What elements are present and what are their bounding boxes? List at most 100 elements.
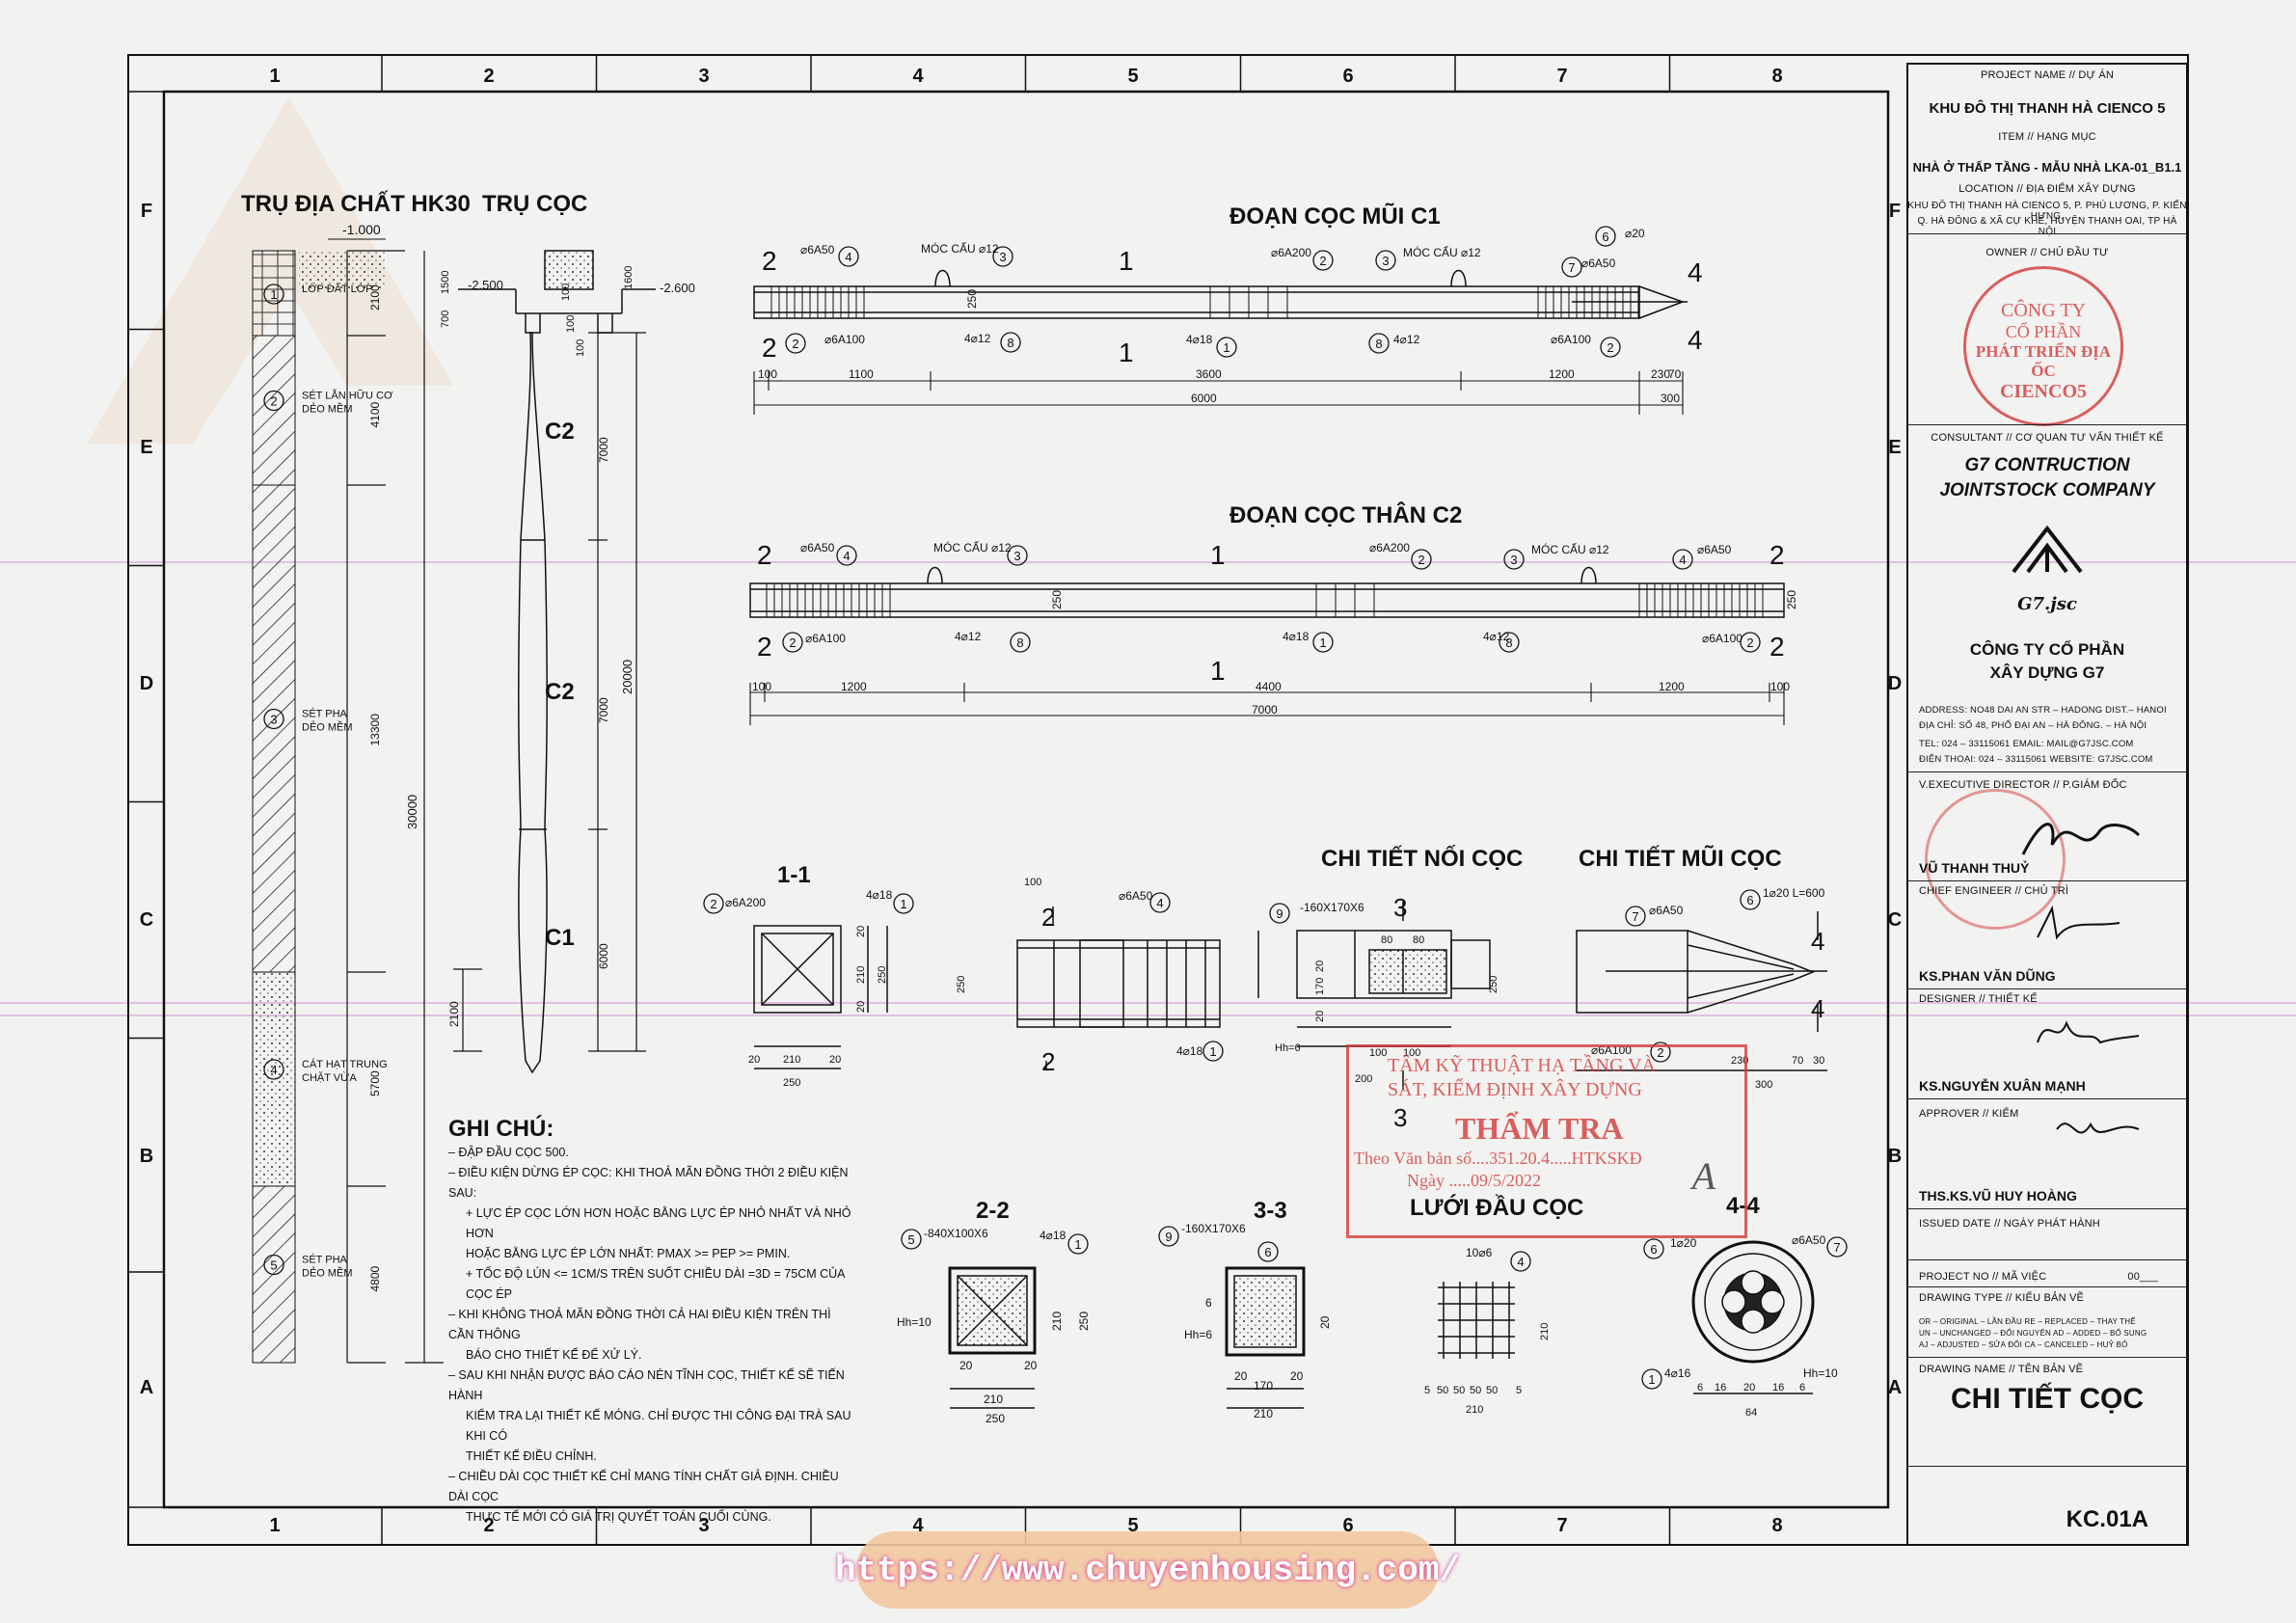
tip-detail-dim: 300 [1755,1079,1772,1091]
sec44-dim: 16 [1715,1382,1726,1393]
body-bar-label: ⌀6A100 [805,632,846,645]
section-4-4-title: 4-4 [1726,1193,1760,1219]
pile-total: 20000 [620,660,635,694]
grid-col-label-top: 3 [698,66,709,87]
bar-mark-number: 1 [1223,340,1229,355]
grid-col-label-top: 1 [269,66,280,87]
tip-bar-label: ⌀20 [1625,227,1645,240]
company-stamp [1925,789,2066,930]
pile-level-2: -2.600 [660,281,695,295]
layer-thickness: 2100 [368,284,382,311]
splice-detail-dim: 170 [1314,978,1326,995]
bar-mark-circle [1257,1241,1279,1262]
grid-col-label-bottom: 7 [1556,1515,1567,1536]
grid-col-label-bottom: 5 [1127,1515,1138,1536]
bar-mark-circle [1411,549,1432,570]
borehole-top-level: -1.000 [342,222,381,237]
grid-col-label-bottom: 8 [1771,1515,1782,1536]
bar-mark-number: 8 [1375,337,1382,351]
grid-col-label-bottom: 4 [912,1515,924,1536]
location-label: LOCATION // ĐỊA ĐIỂM XÂY DỰNG [1958,183,2136,195]
grid-row-label-right: D [1888,673,1902,694]
splice-label: ⌀6A50 [1119,889,1153,903]
sec11-label: 4⌀18 [866,888,893,902]
pile-dim: 100 [565,315,577,333]
tip-hooks [934,269,1467,287]
body-bar-label: ⌀6A50 [1697,543,1732,556]
bar-mark-circle [785,333,806,354]
tip-detail-dim: 230 [1731,1055,1748,1067]
sec11-dim: 20 [855,1001,867,1013]
bar-mark-number: 6 [1746,893,1753,907]
borehole-total: 30000 [405,795,419,829]
pile-dim: 700 [440,311,451,328]
tip-bar-label: ⌀6A50 [1581,257,1616,270]
bar-mark-number: 2 [710,897,716,911]
bar-mark-circle [1067,1233,1089,1255]
mesh-grid [1438,1282,1515,1359]
bar-mark-circle [1643,1238,1664,1259]
layer-name-2: DẺO MỀM [302,721,353,734]
bar-mark-number: 6 [1650,1242,1657,1257]
body-dim: 100 [752,680,771,693]
sec44-label: 4⌀16 [1664,1366,1691,1380]
owner-stamp: CÔNG TY CỔ PHẦN PHÁT TRIỂN ĐỊA ỐC CIENCO… [1963,266,2123,426]
bar-mark-number: 2 [792,337,798,351]
cut-mark: 1 [1210,540,1226,570]
cut-mark: 2 [762,246,777,276]
bar-mark-number: 3 [1382,254,1389,268]
cut-mark: 2 [762,333,777,363]
layer-thickness: 13300 [368,714,382,746]
tip-detail-dim: 70 [1792,1055,1803,1067]
bar-mark-number: 8 [1505,636,1512,650]
g7-logo [2012,525,2083,574]
sec33-dim: 20 [1290,1369,1304,1383]
splice-detail-dim: 100 [1369,1047,1387,1059]
projno-label: PROJECT NO // MÃ VIỆC [1919,1271,2047,1283]
sec22-dim: 250 [986,1412,1005,1425]
body-bar-label: 4⌀12 [1483,630,1510,643]
tip-bar-label: MÓC CẨU ⌀12 [921,241,999,256]
sec22-label: 4⌀18 [1040,1229,1067,1242]
website-watermark[interactable]: https://www.chuyenhousing.com/ [835,1531,1460,1609]
sec11-dim: 20 [829,1054,841,1066]
director-name: VŨ THANH THUỶ [1919,860,2030,876]
sec11-dim: 250 [783,1077,800,1089]
mesh-dim: 210 [1539,1323,1551,1340]
grid-row-label-right: F [1889,201,1901,222]
bar-mark-circle [992,246,1013,267]
splice-detail-dim: Hh=6 [1275,1042,1301,1054]
note-line: + LỰC ÉP CỌC LỚN HƠN HOẶC BẰNG LỰC ÉP NH… [466,1206,851,1240]
tip-dim: 230 [1651,367,1670,381]
body-dim: 100 [1770,680,1790,693]
cut-mark: 2 [1041,1047,1055,1076]
bar-mark-circle [1368,333,1390,354]
company-line-2: XÂY DỰNG G7 [1989,663,2105,682]
director-label: V.EXECUTIVE DIRECTOR // P.GIÁM ĐỐC [1919,779,2127,791]
sec22-dim: Hh=10 [897,1315,932,1329]
body-bar-label: ⌀6A100 [1702,632,1742,645]
tip-bar-label: ⌀6A50 [800,243,835,257]
cut-mark: 4 [1811,994,1824,1023]
item-name: NHÀ Ở THẤP TẦNG - MẪU NHÀ LKA-01_B1.1 [1912,160,2182,175]
grid-col-label-top: 7 [1556,66,1567,87]
grid-col-label-bottom: 1 [269,1515,280,1536]
layer-name-2: CHẶT VỪA [302,1071,358,1084]
splice-dim: 250 [956,976,967,993]
bar-mark-number: 3 [270,713,277,727]
bar-mark-number: 2 [1607,340,1613,355]
project-label: PROJECT NAME // DỰ ÁN [1980,69,2115,81]
body-width: 250 [1785,590,1798,609]
designer-name: KS.NGUYỄN XUÂN MẠNH [1919,1078,2086,1094]
chief-label: CHIEF ENGINEER // CHỦ TRÌ [1919,885,2069,897]
borehole-dimension [346,250,444,1364]
bar-mark-circle [1641,1368,1662,1390]
bar-mark-number: 7 [1568,260,1575,275]
bar-mark-circle [1149,892,1171,913]
sec22-dim: 20 [1024,1359,1038,1372]
body-dim: 4400 [1256,680,1282,693]
note-line: – ĐẬP ĐẦU CỌC 500. [448,1146,569,1159]
